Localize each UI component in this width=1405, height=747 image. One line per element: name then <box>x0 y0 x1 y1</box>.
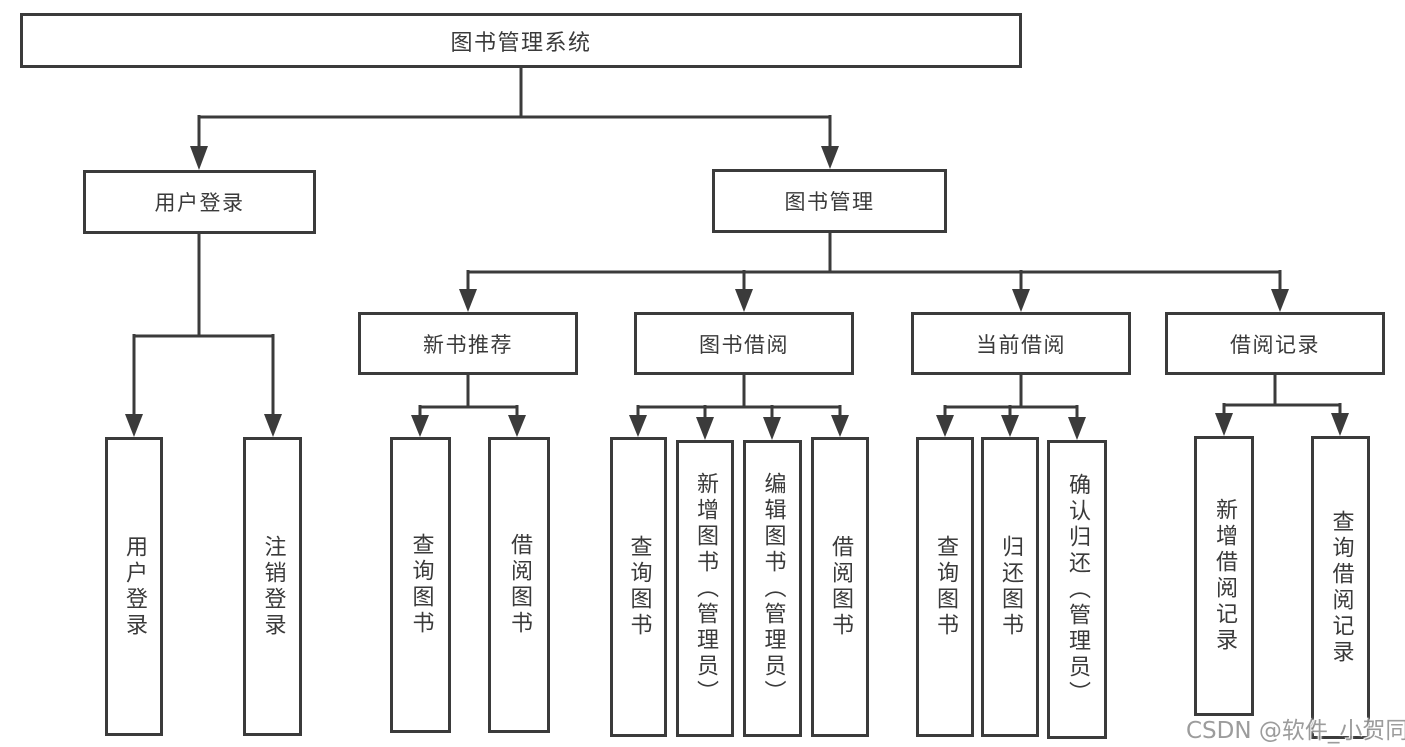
leaf-borrow-books: 借阅图书 <box>811 437 869 737</box>
leaf-query-books-borrow: 查询图书 <box>610 437 667 737</box>
csdn-watermark: CSDN @软件_小贺同学 <box>1186 718 1405 744</box>
node-label: 图书管理系统 <box>450 30 592 56</box>
node-library-management-system: 图书管理系统 <box>20 13 1022 68</box>
node-label: 查询图书 <box>408 533 434 637</box>
node-label: 图书借阅 <box>699 332 789 357</box>
node-label: 注销登录 <box>260 534 286 639</box>
leaf-logout: 注销登录 <box>243 437 302 736</box>
leaf-query-books-recommend: 查询图书 <box>390 437 451 733</box>
leaf-query-borrow-record: 查询借阅记录 <box>1311 436 1370 739</box>
node-label: 查询图书 <box>626 535 652 639</box>
leaf-add-book-admin: 新增图书（管理员） <box>676 440 734 737</box>
node-label: 用户登录 <box>122 534 147 639</box>
node-label: 图书管理 <box>784 190 875 214</box>
node-current-borrowing: 当前借阅 <box>911 312 1131 375</box>
leaf-borrow-books-recommend: 借阅图书 <box>488 437 550 733</box>
node-label: 查询图书 <box>933 535 958 639</box>
node-label: 借阅记录 <box>1230 332 1320 357</box>
node-book-management: 图书管理 <box>712 169 947 233</box>
leaf-add-borrow-record: 新增借阅记录 <box>1194 436 1254 716</box>
node-new-book-recommendation: 新书推荐 <box>358 312 578 375</box>
node-user-login: 用户登录 <box>83 170 316 234</box>
leaf-edit-book-admin: 编辑图书（管理员） <box>743 440 802 737</box>
node-label: 借阅图书 <box>507 533 532 637</box>
leaf-confirm-return-admin: 确认归还（管理员） <box>1047 440 1107 739</box>
leaf-query-books-current: 查询图书 <box>916 437 974 737</box>
node-label: 用户登录 <box>154 191 245 215</box>
node-label: 新增图书（管理员） <box>693 471 718 706</box>
node-label: 借阅图书 <box>828 535 853 639</box>
node-label: 当前借阅 <box>976 332 1066 357</box>
leaf-user-login: 用户登录 <box>105 437 163 736</box>
node-book-borrowing: 图书借阅 <box>634 312 854 375</box>
leaf-return-book: 归还图书 <box>981 437 1039 737</box>
node-label: 查询借阅记录 <box>1328 509 1354 666</box>
node-label: 新书推荐 <box>423 332 513 357</box>
node-borrowing-records: 借阅记录 <box>1165 312 1385 375</box>
node-label: 编辑图书（管理员） <box>760 471 786 706</box>
node-label: 新增借阅记录 <box>1212 498 1237 654</box>
node-label: 归还图书 <box>998 535 1023 639</box>
node-label: 确认归还（管理员） <box>1065 472 1090 707</box>
